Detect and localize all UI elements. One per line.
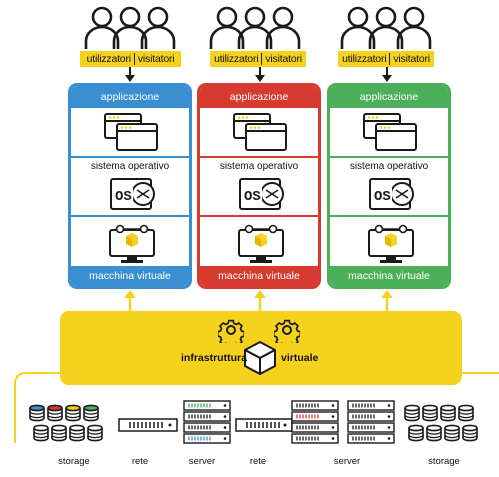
os-text: OS — [374, 189, 391, 205]
os-text: OS — [115, 189, 132, 205]
gear-icon — [218, 319, 244, 343]
rete-label-left: rete — [131, 456, 149, 467]
server-unit — [347, 400, 395, 411]
storage-cylinder — [51, 424, 67, 442]
app-windows-icon — [363, 113, 417, 151]
storage-cylinder — [33, 424, 49, 442]
app-header: applicazione — [71, 86, 189, 108]
server-rack-icon — [291, 400, 395, 444]
section-divider — [71, 215, 189, 217]
vm-monitor-icon — [109, 224, 155, 263]
app-header: applicazione — [200, 86, 318, 108]
arrow-down-icon — [255, 67, 265, 82]
user-group-icon — [340, 6, 432, 49]
arrow-up-icon — [124, 290, 136, 312]
gear-icon — [274, 319, 300, 343]
vm-footer: macchina virtuale — [71, 266, 189, 286]
vm-card-blue: applicazione sistema operativo OS — [68, 83, 192, 289]
section-divider — [330, 156, 448, 158]
os-label: sistema operativo — [349, 161, 429, 172]
visitatori-label: visitatori — [261, 53, 305, 65]
os-label: sistema operativo — [219, 161, 299, 172]
app-windows-icon — [233, 113, 287, 151]
storage-label-right: storage — [428, 456, 460, 467]
os-text: OS — [244, 189, 261, 205]
storage-db-icon — [29, 404, 103, 442]
network-switch-icon — [235, 418, 293, 432]
os-disk-icon: OS — [110, 178, 155, 210]
vm-footer: macchina virtuale — [200, 266, 318, 286]
server-rack-icon — [183, 400, 231, 444]
server-unit — [291, 400, 339, 411]
arrow-down-icon — [125, 67, 135, 82]
server-unit — [183, 400, 231, 411]
storage-cylinder — [87, 424, 103, 442]
storage-cylinder — [444, 424, 460, 442]
infra-label-right: virtuale — [281, 352, 319, 364]
server-unit — [183, 433, 231, 444]
arrow-down-icon — [382, 67, 392, 82]
server-unit — [183, 422, 231, 433]
arrow-up-icon — [254, 290, 266, 312]
server-unit — [291, 433, 339, 444]
storage-cylinder — [65, 404, 81, 422]
server-label-right: server — [333, 456, 361, 467]
vm-card-green: applicazione sistema operativo OS — [327, 83, 451, 289]
vm-monitor-icon — [368, 224, 414, 263]
storage-cylinder — [440, 404, 456, 422]
utilizzatori-label: utilizzatori — [342, 53, 387, 65]
section-divider — [330, 215, 448, 217]
storage-cylinder — [404, 404, 420, 422]
storage-cylinder — [426, 424, 442, 442]
storage-cylinder — [69, 424, 85, 442]
os-disk-icon: OS — [239, 178, 284, 210]
arrow-up-icon — [381, 290, 393, 312]
storage-label-left: storage — [58, 456, 90, 467]
user-group-icon — [209, 6, 301, 49]
storage-cylinder — [422, 404, 438, 422]
app-windows-icon — [104, 113, 158, 151]
section-divider — [200, 215, 318, 217]
infra-label-left: infrastruttura — [181, 352, 247, 364]
rete-label-right: rete — [249, 456, 267, 467]
section-divider — [71, 156, 189, 158]
visitatori-label: visitatori — [389, 53, 433, 65]
vm-card-red: applicazione sistema operativo OS — [197, 83, 321, 289]
cube-icon — [244, 341, 276, 375]
app-header: applicazione — [330, 86, 448, 108]
storage-cylinder — [408, 424, 424, 442]
server-unit — [291, 422, 339, 433]
utilizzatori-label: utilizzatori — [214, 53, 259, 65]
storage-cylinder — [29, 404, 45, 422]
server-unit — [183, 411, 231, 422]
os-label: sistema operativo — [90, 161, 170, 172]
server-unit — [291, 411, 339, 422]
server-unit — [347, 433, 395, 444]
os-disk-icon: OS — [369, 178, 414, 210]
server-unit — [347, 422, 395, 433]
visitatori-label: visitatori — [133, 53, 178, 65]
storage-cylinder — [83, 404, 99, 422]
network-switch-icon — [118, 418, 178, 432]
vm-monitor-icon — [238, 224, 284, 263]
hardware-frame — [14, 372, 499, 443]
vm-footer: macchina virtuale — [330, 266, 448, 286]
utilizzatori-label: utilizzatori — [86, 53, 131, 65]
storage-cylinder — [47, 404, 63, 422]
storage-cylinder — [458, 404, 474, 422]
user-group-icon — [84, 6, 176, 49]
server-label-left: server — [188, 456, 216, 467]
section-divider — [200, 156, 318, 158]
storage-cylinder — [462, 424, 478, 442]
storage-db-icon — [404, 404, 478, 442]
server-unit — [347, 411, 395, 422]
